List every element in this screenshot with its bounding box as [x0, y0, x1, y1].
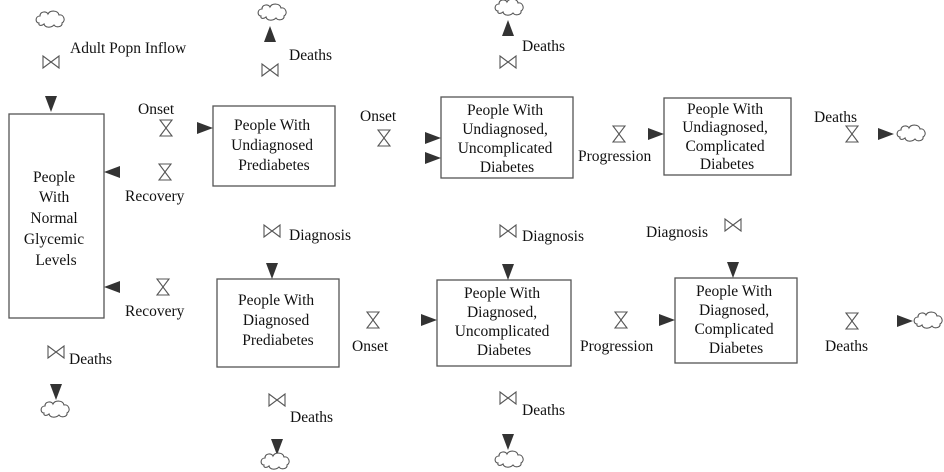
stock-normal-box — [8, 113, 105, 319]
flow-label-deaths-undiag-comp: Deaths — [814, 109, 857, 126]
valve-icon — [499, 390, 517, 406]
stock-diagnosed-complicated-box — [674, 277, 798, 364]
stock-undiagnosed-prediabetes-box — [212, 105, 336, 187]
stock-undiagnosed-uncomplicated-label: People With Undiagnosed, Uncomplicated D… — [458, 102, 557, 176]
stock-undiagnosed-complicated-label: People With Undiagnosed, Complicated Dia… — [682, 101, 772, 173]
stock-undiagnosed-uncomplicated-box — [440, 96, 574, 179]
valve-icon — [155, 278, 171, 296]
stock-diagnosed-complicated-label: People With Diagnosed, Complicated Diabe… — [694, 283, 777, 357]
valve-icon — [365, 311, 381, 329]
arrowhead-icon — [502, 434, 514, 450]
cloud-icon — [913, 311, 943, 329]
stock-undiagnosed-complicated-box — [663, 97, 792, 176]
flow-label-diagnosis-pre: Diagnosis — [289, 227, 351, 244]
arrowhead-icon — [425, 152, 441, 164]
flow-label-deaths-diag-uncomp: Deaths — [522, 402, 565, 419]
cloud-icon — [896, 124, 926, 142]
flow-label-progression-undiag: Progression — [578, 148, 651, 165]
flow-label-onset-3: Onset — [352, 338, 389, 355]
arrowhead-icon — [502, 20, 514, 36]
arrowhead-icon — [878, 128, 894, 140]
flow-label-diagnosis-uncomp: Diagnosis — [522, 228, 584, 245]
stock-normal-label: People With Normal Glycemic Levels — [24, 169, 88, 269]
cloud-icon — [257, 3, 287, 21]
arrowhead-icon — [421, 314, 437, 326]
valve-icon — [157, 163, 173, 181]
flow-label-onset-1: Onset — [138, 101, 175, 118]
flow-label-deaths-undiag-pre: Deaths — [289, 47, 332, 64]
arrowhead-icon — [104, 166, 120, 178]
flow-pipes — [49, 32, 897, 440]
flow-symbols — [35, 0, 943, 470]
flow-label-diagnosis-comp: Diagnosis — [646, 224, 708, 241]
stock-diagnosed-uncomplicated-box — [436, 279, 572, 367]
valve-icon — [499, 223, 517, 239]
valve-icon — [42, 54, 60, 70]
cloud-icon — [40, 400, 70, 418]
arrowhead-icon — [502, 264, 514, 280]
valve-icon — [261, 62, 279, 78]
flow-label-deaths-normal: Deaths — [69, 351, 112, 368]
arrowhead-icon — [266, 263, 278, 279]
valve-icon — [268, 392, 286, 408]
valve-icon — [844, 312, 860, 330]
valve-icon — [376, 129, 392, 147]
flow-label-progression-diag: Progression — [580, 338, 653, 355]
stock-diagnosed-prediabetes-box — [216, 278, 340, 368]
arrowhead-icon — [50, 384, 62, 400]
stock-undiagnosed-prediabetes-label: People With Undiagnosed Prediabetes — [231, 117, 317, 174]
flow-label-deaths-diag-comp: Deaths — [825, 338, 868, 355]
flow-label-recovery-2: Recovery — [125, 303, 185, 320]
arrowhead-icon — [271, 439, 283, 455]
valve-icon — [844, 125, 860, 143]
flow-label-deaths-diag-pre: Deaths — [290, 409, 333, 426]
cloud-icon — [494, 0, 524, 16]
arrowhead-icon — [727, 262, 739, 278]
valve-icon — [499, 54, 517, 70]
cloud-icon — [494, 450, 524, 468]
flow-label-deaths-undiag-uncomp: Deaths — [522, 38, 565, 55]
arrowhead-icon — [264, 26, 276, 42]
flow-label-onset-2: Onset — [360, 108, 397, 125]
valve-icon — [158, 119, 174, 137]
valve-icon — [47, 344, 65, 360]
valve-icon — [611, 125, 627, 143]
flow-label-adult-popn-inflow: Adult Popn Inflow — [70, 40, 187, 57]
arrowhead-icon — [659, 314, 675, 326]
cloud-icon — [35, 10, 65, 28]
pipe-onset-connector — [372, 156, 425, 320]
arrowhead-icon — [104, 281, 120, 293]
arrowhead-icon — [197, 122, 213, 134]
flow-label-recovery-1: Recovery — [125, 188, 185, 205]
stock-diagnosed-prediabetes-label: People With Diagnosed Prediabetes — [238, 292, 318, 349]
arrowhead-icon — [648, 128, 664, 140]
arrowhead-icon — [45, 96, 57, 112]
valve-icon — [263, 223, 281, 239]
valve-icon — [613, 311, 629, 329]
valve-icon — [724, 217, 742, 233]
arrowhead-icon — [425, 132, 441, 144]
stock-diagnosed-uncomplicated-label: People With Diagnosed, Uncomplicated Dia… — [455, 285, 554, 359]
stock-boxes — [8, 96, 798, 368]
arrowhead-icon — [897, 315, 913, 327]
cloud-icon — [260, 452, 290, 470]
